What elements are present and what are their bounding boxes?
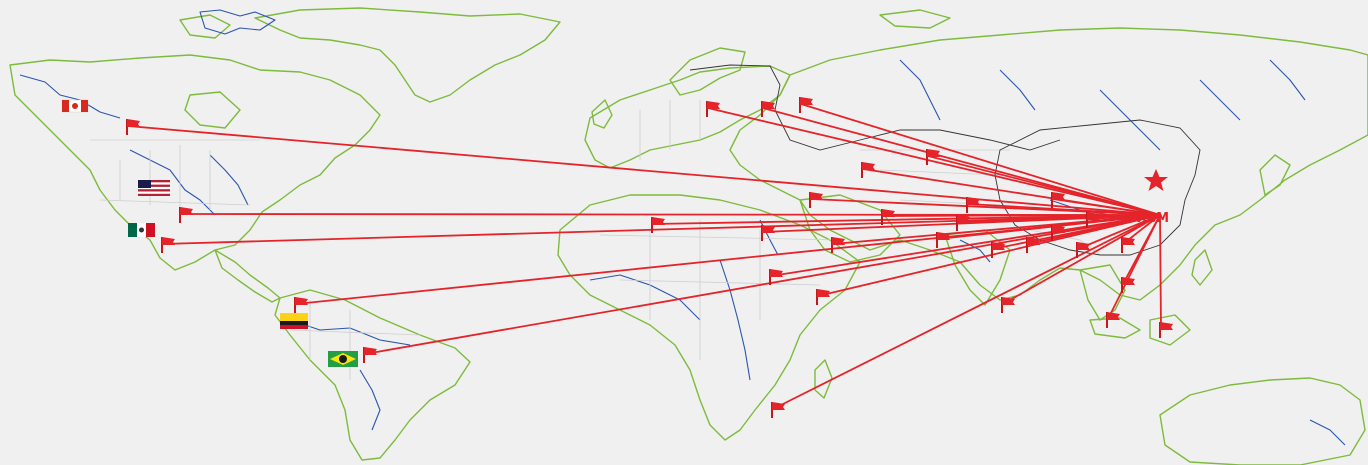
brazil-flag-icon [328,351,358,367]
canada-flag-icon [61,99,89,113]
usa-flag-icon [138,180,170,196]
route-line [1052,214,1161,233]
route-line [882,214,1161,217]
route-line [1052,198,1161,216]
route-line [162,214,1161,245]
route-line [707,107,1161,216]
route-line [1087,214,1161,220]
route-line [800,103,1161,216]
country-flag-badges [61,99,358,367]
route-line [772,214,1161,410]
country-borders [90,100,1101,380]
route-line [127,125,1161,216]
rivers [19,9,1346,446]
route-line [817,214,1161,297]
route-line [927,155,1161,216]
route-line [1077,214,1161,250]
colombia-flag-icon [280,313,308,329]
route-line [1027,214,1161,245]
hub-label: XCM [1137,211,1169,226]
route-line [652,214,1161,225]
route-line [1159,214,1162,330]
route-line [832,214,1161,245]
route-line [1107,214,1161,320]
route-line [937,214,1161,240]
route-line [1002,214,1161,305]
route-line [762,107,1161,216]
coastlines [9,7,1368,465]
mexico-flag-icon [128,223,155,237]
star-icon [1144,169,1168,191]
route-line [967,203,1161,216]
